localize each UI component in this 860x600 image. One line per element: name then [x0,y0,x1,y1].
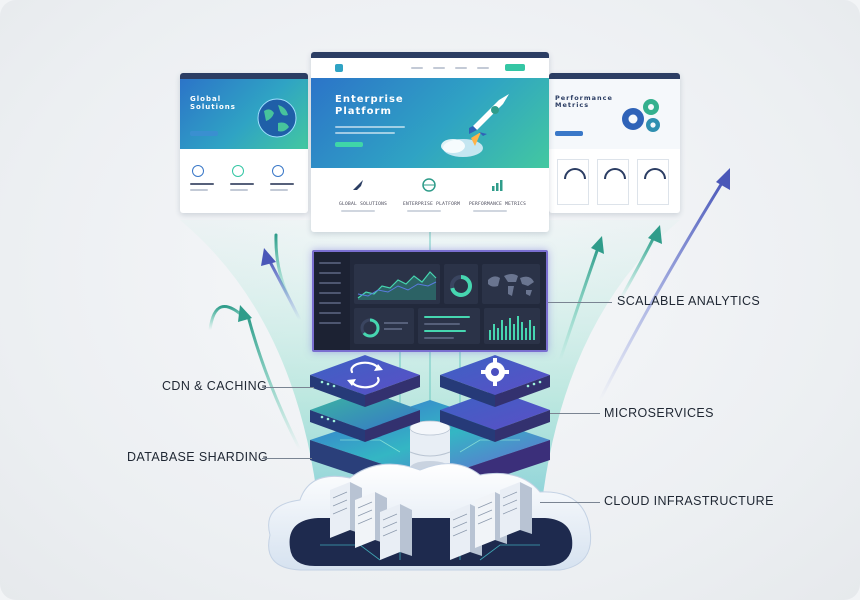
gauge-row [549,157,680,207]
globe-icon [257,98,297,138]
donut-card [444,264,478,304]
gauge-icon [450,275,472,297]
world-map-icon [488,274,534,296]
list-card [418,308,480,344]
global-solutions-panel: Global Solutions [180,73,308,213]
bar-chart-card [484,308,540,344]
progress-card [354,308,414,344]
upward-arrows-left [208,233,302,452]
feature-icon [272,165,284,177]
server-icon [330,482,532,560]
nav-cta-button[interactable] [505,64,525,71]
panel-title-bar [311,52,549,58]
panel-cta-button[interactable] [190,131,218,136]
feature-icon [192,165,204,177]
microservices-block [440,355,550,442]
gear-icon [622,99,660,132]
feature-icon [232,165,244,177]
gear-icon [481,358,509,386]
panel-title-bar [549,73,680,79]
callout-cdn-caching: CDN & CACHING [162,379,268,393]
callout-leader-line [262,458,312,459]
feature-row [180,159,308,209]
logo [335,64,343,72]
callout-database-sharding: DATABASE SHARDING [127,450,269,464]
feature-label: Performance Metrics [469,202,527,207]
panel-nav [311,58,549,78]
dashboard-sidebar [314,252,350,350]
feature-row: Global Solutions Enterprise Platform Per… [311,174,549,230]
cdn-caching-block [310,355,420,442]
panel-hero: Enterprise Platform [311,78,549,168]
gauge-icon [637,159,669,205]
gauge-icon [557,159,589,205]
feature-label: Global Solutions [339,202,388,207]
panel-title: Enterprise Platform [335,94,404,117]
feature-label: Enterprise Platform [403,202,461,207]
panel-hero: Global Solutions [180,79,308,149]
panel-cta-button[interactable] [555,131,583,136]
performance-metrics-panel: Performance Metrics [549,73,680,213]
callout-leader-line [262,387,314,388]
callout-leader-line [540,502,600,503]
rocket-icon [441,94,509,157]
rocket-icon [353,180,363,190]
panel-hero: Performance Metrics [549,79,680,149]
analytics-dashboard [312,250,548,352]
world-map-card [482,264,540,304]
database-icon [409,420,451,475]
panel-title-bar [180,73,308,79]
panel-title: Global Solutions [190,95,236,112]
enterprise-platform-panel: Enterprise Platform Global Solutions Ent… [311,52,549,232]
sync-icon [347,361,383,389]
bar-chart-icon [489,316,535,340]
callout-scalable-analytics: SCALABLE ANALYTICS [617,294,761,308]
globe-icon [422,178,436,192]
callout-cloud-infrastructure: CLOUD INFRASTRUCTURE [604,494,774,508]
bar-chart-icon [492,180,503,191]
gauge-icon [360,318,408,338]
line-chart-icon [357,271,437,300]
upward-arrows-right [558,168,730,402]
callout-microservices: MICROSERVICES [604,406,714,420]
gauge-icon [597,159,629,205]
panel-title: Performance Metrics [555,94,613,110]
line-chart-card [354,264,440,304]
panel-cta-button[interactable] [335,142,363,147]
callout-leader-line [550,413,600,414]
callout-leader-line [548,302,612,303]
